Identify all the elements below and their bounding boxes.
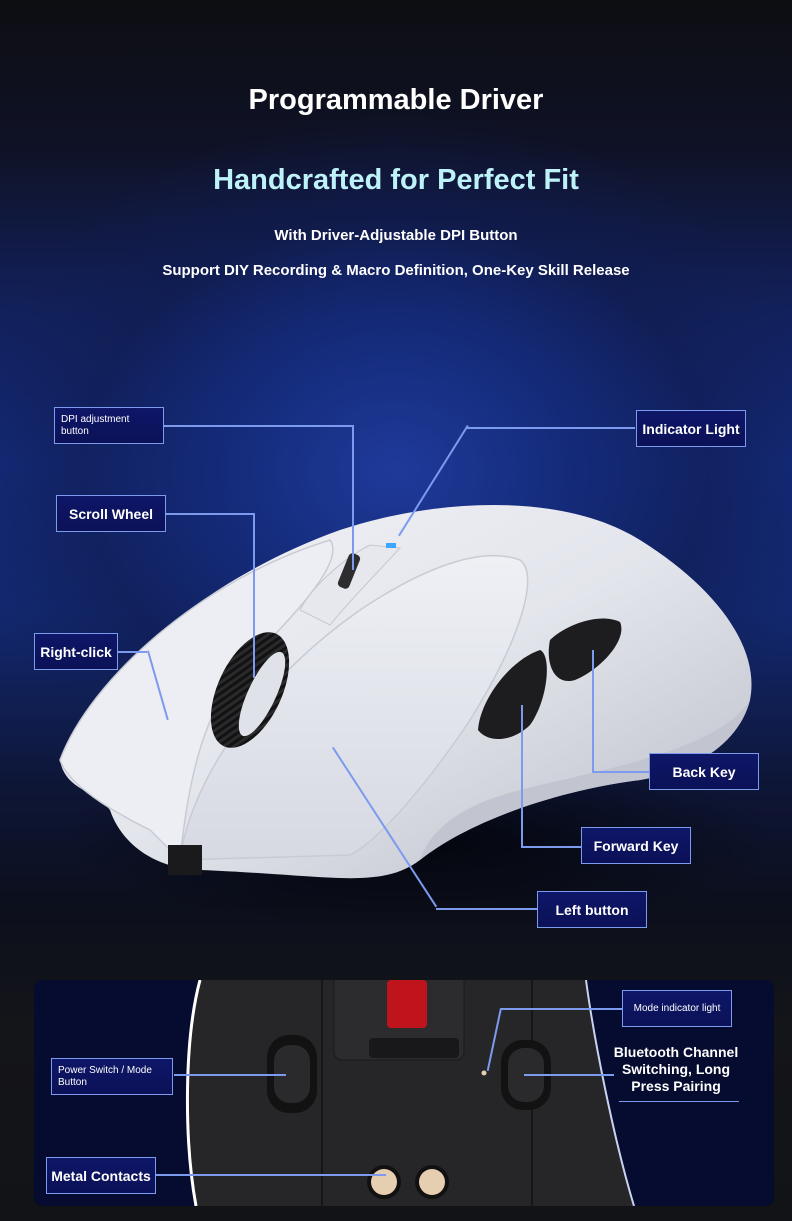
callout-line-left-h xyxy=(436,908,538,910)
callout-line-back-h xyxy=(592,771,650,773)
label-scroll-text: Scroll Wheel xyxy=(68,505,154,522)
label-scroll-wheel: Scroll Wheel xyxy=(56,495,166,532)
label-contacts-text: Metal Contacts xyxy=(51,1167,151,1184)
callout-line-dpi-h xyxy=(163,425,353,427)
callout-line-scroll-v xyxy=(253,513,255,678)
callout-line-contacts xyxy=(156,1174,386,1176)
label-left-button: Left button xyxy=(537,891,647,928)
callout-line-bluetooth-under xyxy=(619,1101,739,1102)
callout-line-forward-v xyxy=(521,705,523,847)
label-metal-contacts: Metal Contacts xyxy=(46,1157,156,1194)
label-indicator-light: Indicator Light xyxy=(636,410,746,447)
feature-dpi: With Driver-Adjustable DPI Button xyxy=(274,227,518,244)
label-bluetooth: Bluetooth Channel Switching, Long Press … xyxy=(613,1044,739,1094)
callout-line-right-h xyxy=(117,651,147,653)
label-dpi-text: DPI adjustment button xyxy=(61,413,130,437)
callout-line-dpi-v xyxy=(352,425,354,570)
callout-line-scroll-h xyxy=(165,513,254,515)
underside-panel: Power Switch / Mode Button Metal Contact… xyxy=(34,980,774,1206)
callout-line-forward-h xyxy=(521,846,581,848)
label-back-text: Back Key xyxy=(672,763,736,780)
callout-line-indicator-h xyxy=(467,427,635,429)
label-back-key: Back Key xyxy=(649,753,759,790)
page-subtitle: Handcrafted for Perfect Fit xyxy=(213,164,579,196)
feature-macro: Support DIY Recording & Macro Definition… xyxy=(162,262,630,279)
callout-line-bluetooth xyxy=(524,1074,614,1076)
label-left-text: Left button xyxy=(555,901,629,918)
label-mode-text: Mode indicator light xyxy=(633,1002,721,1014)
label-right-click: Right-click xyxy=(34,633,118,670)
callout-line-power xyxy=(174,1074,286,1076)
label-power-text: Power Switch / Mode Button xyxy=(58,1064,152,1088)
label-dpi-adjustment: DPI adjustment button xyxy=(54,407,164,444)
label-mode-indicator: Mode indicator light xyxy=(622,990,732,1027)
label-forward-key: Forward Key xyxy=(581,827,691,864)
label-right-click-text: Right-click xyxy=(40,643,112,660)
mouse-underside-illustration xyxy=(185,980,635,1206)
mouse-top-illustration xyxy=(59,505,780,930)
callout-line-back-v xyxy=(592,650,594,772)
callout-line-mode-h xyxy=(501,1008,623,1010)
label-forward-text: Forward Key xyxy=(593,837,679,854)
page-title: Programmable Driver xyxy=(248,84,544,116)
label-power-switch: Power Switch / Mode Button xyxy=(51,1058,173,1095)
label-indicator-text: Indicator Light xyxy=(642,420,740,437)
